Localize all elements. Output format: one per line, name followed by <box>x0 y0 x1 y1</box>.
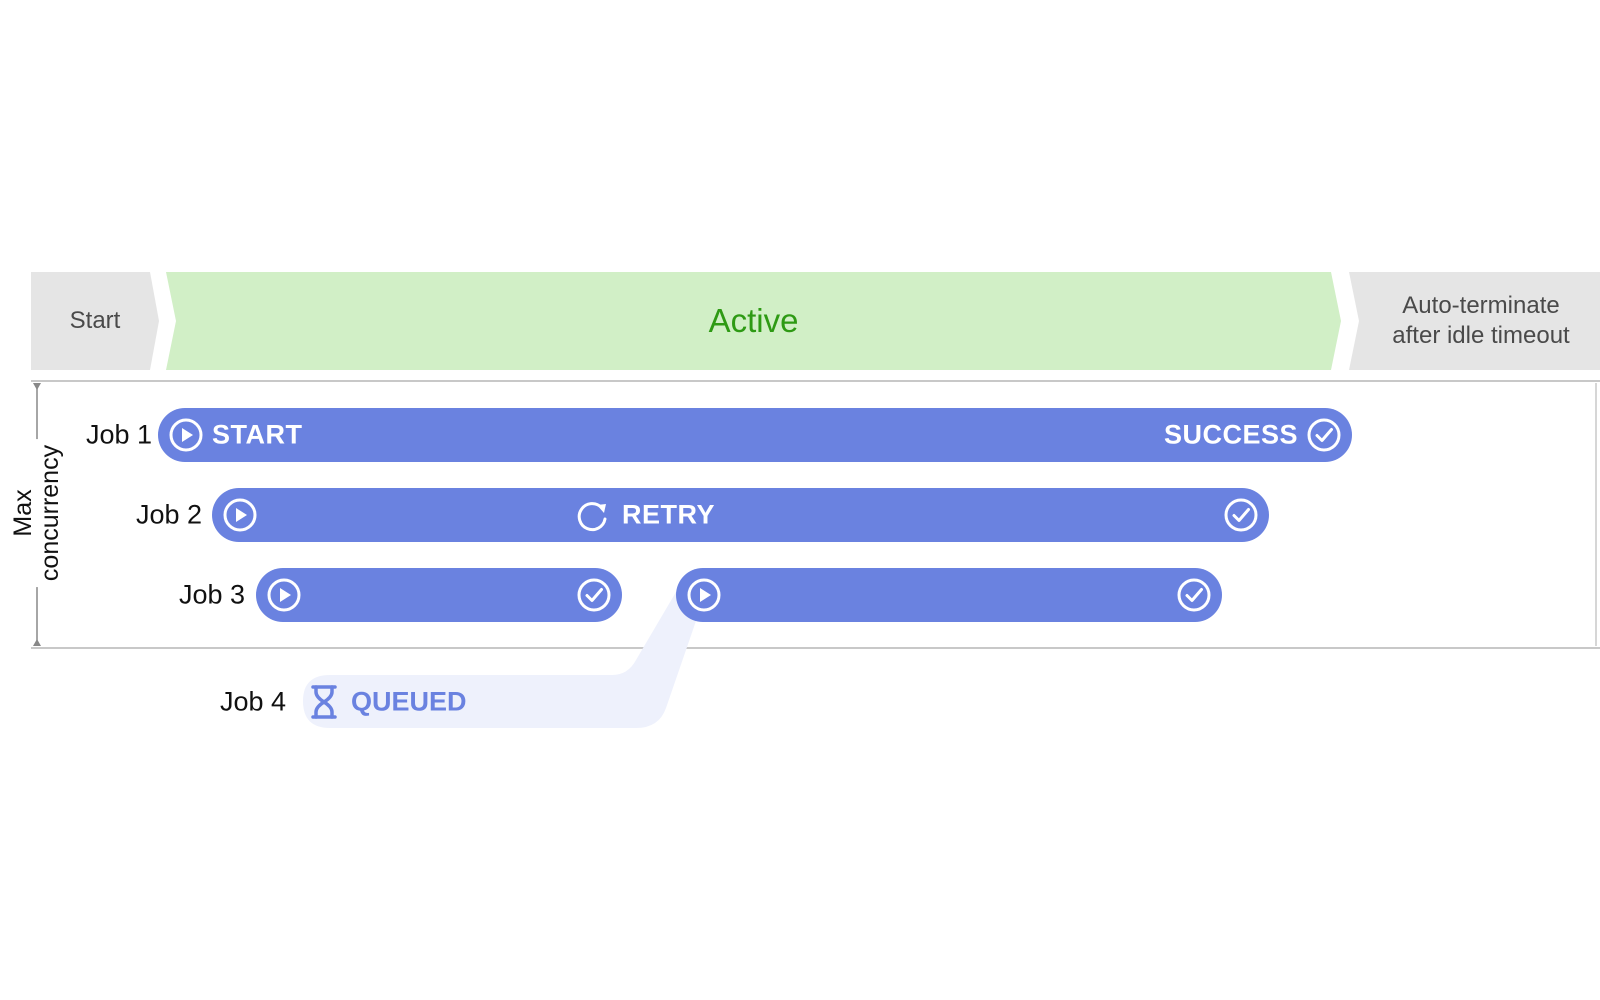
phase-start-text: Start <box>69 307 121 334</box>
check-circle-icon <box>1307 418 1341 452</box>
axis-label-line1: Max <box>9 489 37 537</box>
phase-end-text-line1: Auto-terminate <box>1402 292 1560 319</box>
job-label-3: Job 3 <box>179 579 246 610</box>
play-circle-icon <box>687 578 721 612</box>
axis-arrow-top <box>33 383 41 390</box>
phase-end-label: Auto-terminate after idle timeout <box>1362 272 1600 370</box>
job-label-4: Job 4 <box>220 686 287 717</box>
job-label-2: Job 2 <box>136 499 203 530</box>
job-3-bar-second <box>676 568 1222 622</box>
play-circle-icon <box>169 418 203 452</box>
check-circle-icon <box>1224 498 1258 532</box>
hourglass-icon <box>311 685 337 719</box>
job-4-status-text: QUEUED <box>351 686 467 717</box>
axis-arrow-bottom <box>33 639 41 646</box>
job-1-end-text: SUCCESS <box>1163 419 1298 450</box>
queued-connector <box>303 592 706 728</box>
job-3-bar-first <box>256 568 622 622</box>
job-label-1: Job 1 <box>86 419 153 450</box>
axis-label: Max concurrency <box>9 438 64 588</box>
job-1-start-text: START <box>212 419 303 450</box>
phase-active-label: Active <box>176 272 1331 370</box>
phase-end-shape <box>1349 272 1600 370</box>
play-circle-icon <box>267 578 301 612</box>
job-2-bar: RETRY <box>212 488 1269 542</box>
job-2-retry-text: RETRY <box>622 499 716 530</box>
axis-label-line2: concurrency <box>36 444 64 582</box>
phase-active-text: Active <box>708 302 799 339</box>
phase-start-label: Start <box>31 272 159 370</box>
job-1-bar: START SUCCESS <box>158 408 1352 462</box>
phase-start-shape <box>31 272 159 370</box>
check-circle-icon <box>577 578 611 612</box>
retry-icon <box>577 502 607 532</box>
phase-active-shape <box>166 272 1341 370</box>
check-circle-icon <box>1177 578 1211 612</box>
phase-end-text-line2: after idle timeout <box>1392 322 1570 349</box>
play-circle-icon <box>223 498 257 532</box>
